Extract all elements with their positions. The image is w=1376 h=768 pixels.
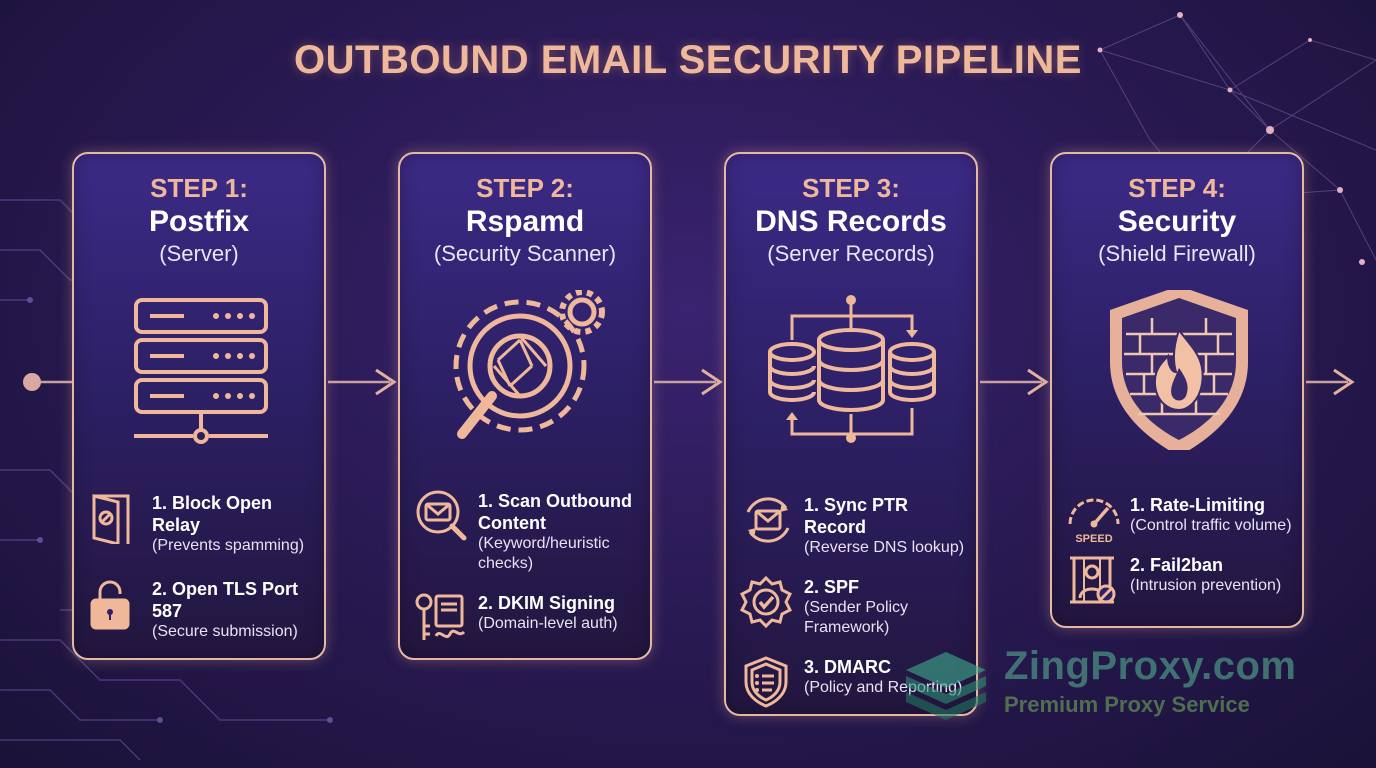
check-badge-icon <box>740 576 793 628</box>
item-desc: (Domain-level auth) <box>478 615 618 632</box>
database-sync-icon <box>768 295 936 443</box>
server-rack-icon <box>134 298 268 444</box>
speedometer-icon: SPEED <box>1068 498 1120 545</box>
item-title: 1. Sync PTR Record <box>804 495 909 537</box>
envelope-magnifier-icon <box>416 490 467 541</box>
step-label: STEP 2: <box>476 173 574 203</box>
item-title: 1. Rate-Limiting <box>1130 495 1266 515</box>
step-name: DNS Records <box>755 205 947 238</box>
list-item: 1. Block Open Relay (Prevents spamming) <box>88 492 316 556</box>
item-title: 2. SPF <box>804 577 860 597</box>
envelope-sync-icon <box>746 497 790 543</box>
list-item: 2. Open TLS Port 587 (Secure submission) <box>88 578 316 642</box>
step-card-dns-records: STEP 3: DNS Records (Server Records) <box>724 152 978 716</box>
step-card-postfix: STEP 1: Postfix (Server) <box>72 152 326 660</box>
item-desc: (Control traffic volume) <box>1130 517 1292 534</box>
page-title: OUTBOUND EMAIL SECURITY PIPELINE <box>294 38 1082 82</box>
step-name: Postfix <box>148 205 250 238</box>
list-item: 2. SPF (Sender Policy Framework) <box>740 576 968 638</box>
gear-magnifier-icon <box>453 290 605 439</box>
watermark-name: ZingProxy.com <box>1004 644 1297 688</box>
list-item: 2. Fail2ban (Intrusion prevention) <box>1066 554 1294 604</box>
key-signature-icon <box>415 593 466 640</box>
step-label: STEP 1: <box>150 173 248 203</box>
step-card-security: STEP 4: Security (Shield Firewall) <box>1050 152 1304 628</box>
step-label: STEP 4: <box>1128 173 1226 203</box>
step-subtitle: (Security Scanner) <box>433 241 617 266</box>
firewall-shield-icon <box>1110 290 1248 450</box>
item-desc: (Secure submission) <box>152 623 298 640</box>
item-desc: (Prevents spamming) <box>152 537 305 554</box>
list-item: 1. Sync PTR Record (Reverse DNS lookup) <box>740 494 968 558</box>
jailed-user-icon <box>1070 556 1116 604</box>
item-desc: (Sender Policy Framework) <box>804 599 909 636</box>
item-title: 1. Scan Outbound Content <box>478 491 633 533</box>
shield-list-icon <box>744 656 788 708</box>
zingproxy-logo-icon <box>906 652 986 720</box>
item-title: 2. Open TLS Port 587 <box>152 579 299 621</box>
item-title: 3. DMARC <box>804 657 892 677</box>
watermark: ZingProxy.com Premium Proxy Service <box>900 640 1370 730</box>
step-name: Rspamd <box>465 205 585 238</box>
speed-label: SPEED <box>1075 533 1112 545</box>
item-title: 2. DKIM Signing <box>478 593 615 613</box>
step-subtitle: (Server) <box>159 241 239 266</box>
item-title: 1. Block Open Relay <box>152 493 273 535</box>
arrow-4 <box>1333 368 1355 396</box>
step-card-rspamd: STEP 2: Rspamd (Security Scanner) <box>398 152 652 660</box>
blocked-door-icon <box>92 494 130 544</box>
step-name: Security <box>1117 205 1237 238</box>
item-desc: (Keyword/heuristic checks) <box>478 535 610 572</box>
list-item: 1. Scan Outbound Content (Keyword/heuris… <box>414 490 642 574</box>
step-label: STEP 3: <box>802 173 900 203</box>
list-item: 2. DKIM Signing (Domain-level auth) <box>414 592 642 640</box>
list-item: SPEED 1. Rate-Limiting (Control traffic … <box>1066 494 1294 545</box>
watermark-tagline: Premium Proxy Service <box>1004 692 1250 717</box>
step-subtitle: (Shield Firewall) <box>1098 241 1256 266</box>
padlock-icon <box>90 580 130 630</box>
item-title: 2. Fail2ban <box>1130 555 1224 575</box>
arrow-2 <box>701 368 723 396</box>
item-desc: (Intrusion prevention) <box>1130 577 1282 594</box>
arrow-3 <box>1027 368 1049 396</box>
item-desc: (Reverse DNS lookup) <box>804 539 965 556</box>
flow-start-node <box>23 373 41 391</box>
arrow-1 <box>375 368 397 396</box>
step-subtitle: (Server Records) <box>767 241 935 266</box>
